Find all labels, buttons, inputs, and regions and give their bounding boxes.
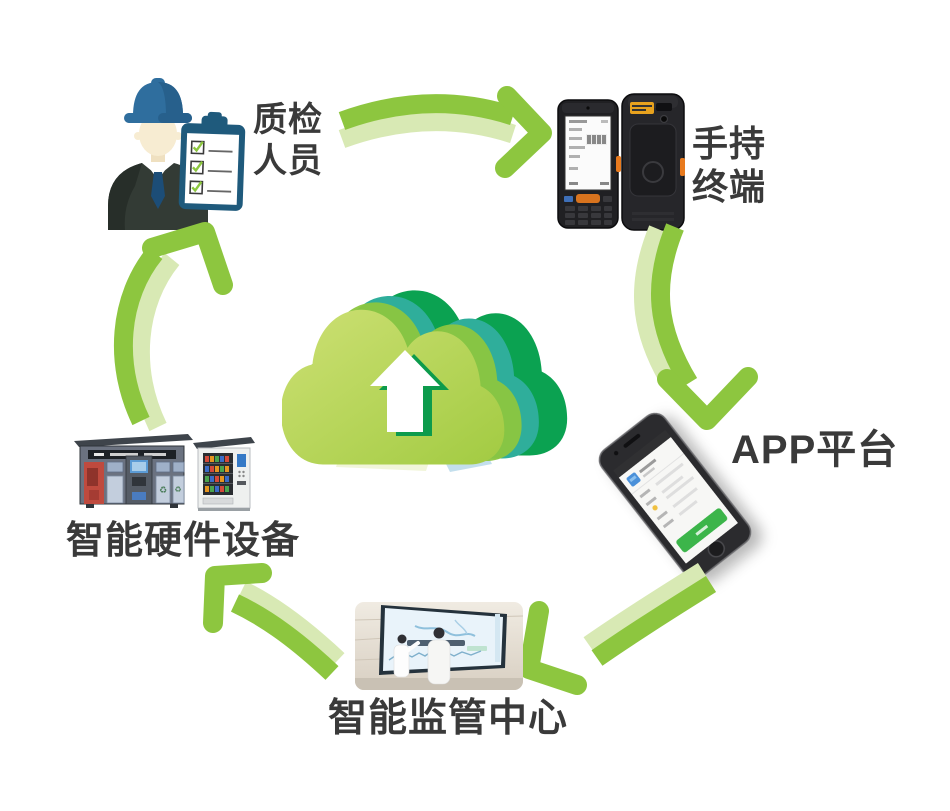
- pda-back-view: [621, 93, 685, 231]
- arrow-center-to-hardware: [203, 563, 345, 680]
- inspector-with-clipboard-icon: [108, 78, 246, 230]
- clipboard-checklist-icon: [178, 111, 246, 211]
- checklist-row: [189, 160, 232, 175]
- vending-screen: [237, 454, 246, 467]
- phone-screen: [613, 429, 738, 564]
- vending-shelves: [203, 456, 233, 492]
- person-right: [427, 627, 451, 685]
- arrowhead-right: [495, 86, 552, 178]
- inspector-tie: [151, 172, 165, 209]
- smart-recycling-station: ♻ ♻: [74, 434, 193, 508]
- arrow-hardware-to-inspector: [113, 222, 233, 432]
- pda-keypad: [564, 194, 612, 225]
- recycling-station-vending-machine-image: ♻ ♻: [74, 434, 255, 511]
- label-handheld-terminal: 手持 终端: [692, 123, 767, 208]
- recycle-symbol: ♻: [174, 485, 181, 494]
- kiosk-screen: [125, 455, 153, 505]
- person-left: [393, 634, 420, 678]
- pda-front-view: [557, 99, 621, 229]
- arrow-app-to-center: [519, 562, 717, 695]
- cloud-upload-icon: [282, 290, 568, 472]
- label-quality-inspector: 质检 人员: [253, 101, 323, 180]
- barcode: [586, 134, 607, 145]
- checklist-row: [190, 140, 233, 155]
- smart-vending-machine: [193, 437, 255, 511]
- label-app-platform: APP平台: [731, 428, 899, 472]
- arrowhead-down: [657, 367, 758, 430]
- recycle-symbol: ♻: [159, 485, 167, 495]
- arrowhead-up-right: [142, 222, 233, 295]
- arrowhead-up-left: [203, 563, 272, 633]
- arrow-inspector-to-handheld: [338, 86, 552, 178]
- arrow-handheld-to-app: [633, 223, 758, 430]
- smartphone-app-image: [598, 412, 752, 580]
- label-smart-hardware: 智能硬件设备: [66, 520, 301, 562]
- monitoring-room-photo: [355, 602, 523, 690]
- pda-screen: [564, 115, 612, 191]
- arrowhead-down-left: [519, 601, 587, 695]
- upload-arrow-icon: [370, 350, 449, 436]
- hard-hat-icon: [124, 78, 192, 123]
- checklist-row: [189, 180, 232, 195]
- label-supervision-center: 智能监管中心: [328, 697, 569, 740]
- handheld-terminal-devices-image: [557, 93, 685, 231]
